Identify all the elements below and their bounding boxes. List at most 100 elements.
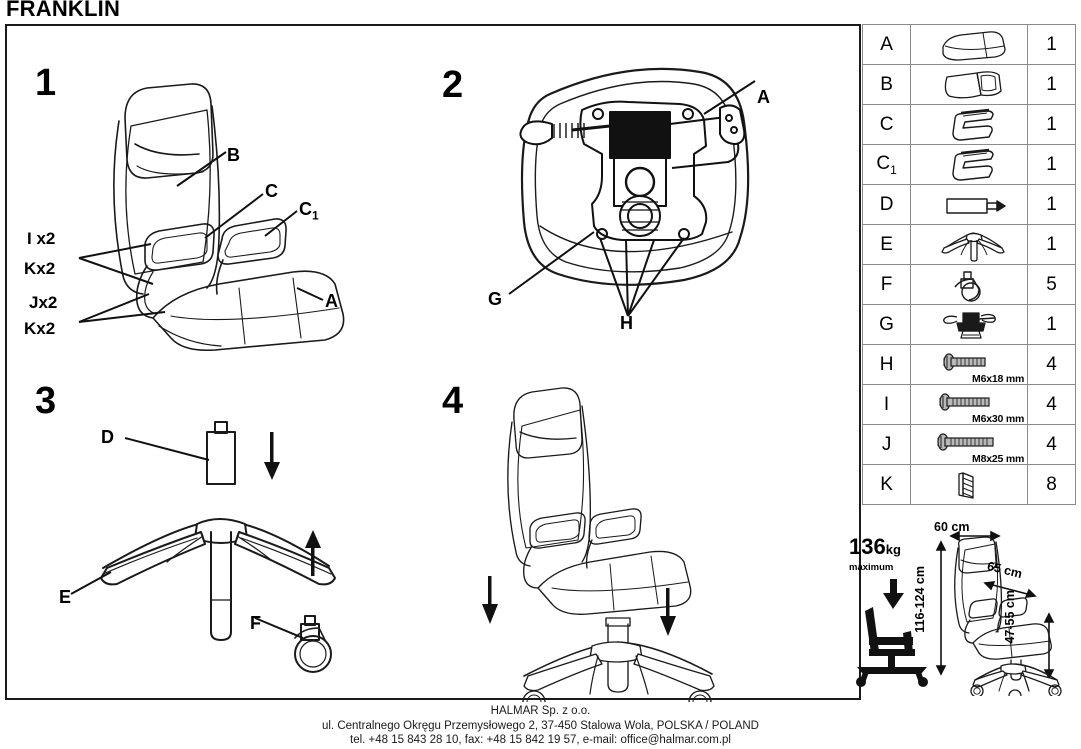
table-row: G 1 bbox=[861, 304, 1076, 345]
step-1-label-K1-count: x2 bbox=[36, 259, 56, 278]
weight-capacity-value: 136kg bbox=[849, 536, 929, 561]
part-letter-cell: C1 bbox=[861, 144, 912, 185]
step-1-panel: 1 bbox=[7, 26, 432, 356]
table-row: K 8 bbox=[861, 464, 1076, 505]
part-qty-cell: 1 bbox=[1027, 144, 1076, 185]
step-1-label-K2-count: x2 bbox=[36, 319, 56, 338]
table-row: F 5 bbox=[861, 264, 1076, 305]
page-title: FRANKLIN bbox=[6, 0, 121, 21]
parts-list-body: A 1 B bbox=[861, 24, 1076, 505]
weight-capacity-group: 136kg maximum bbox=[849, 536, 929, 687]
step-3-panel: 3 bbox=[7, 356, 432, 702]
assembly-diagram-frame: 1 bbox=[5, 24, 863, 702]
part-letter-cell: B bbox=[861, 64, 912, 105]
down-arrow bbox=[264, 432, 280, 480]
step-1-label-J: J bbox=[29, 293, 39, 312]
seat-height-dimension-label: 47-55 cm bbox=[1003, 590, 1017, 644]
part-letter-cell: A bbox=[861, 24, 912, 65]
chair-weight-pictogram-icon bbox=[856, 579, 928, 687]
part-image-cell bbox=[910, 144, 1029, 185]
down-arrow-right bbox=[660, 588, 676, 636]
part-letter-cell: H bbox=[861, 344, 912, 385]
height-dimension-label: 116-124 cm bbox=[913, 566, 927, 633]
up-arrow bbox=[305, 530, 321, 576]
part-qty-cell: 4 bbox=[1027, 384, 1076, 425]
step-1-label-C: C bbox=[265, 181, 278, 201]
height-dimension-arrow bbox=[935, 540, 947, 676]
weight-capacity-caption: maximum bbox=[849, 562, 894, 573]
part-image-cell bbox=[910, 104, 1029, 145]
footer: HALMAR Sp. z o.o. ul. Centralnego Okręgu… bbox=[0, 704, 1081, 748]
step-4-panel: 4 bbox=[432, 356, 863, 702]
step-3-label-E: E bbox=[59, 587, 72, 607]
table-row: C 1 bbox=[861, 104, 1076, 145]
part-qty-cell: 5 bbox=[1027, 264, 1076, 305]
chair-dimensions-illustration bbox=[935, 530, 1062, 696]
depth-dimension-arrow bbox=[983, 581, 1037, 598]
part-image-cell: M6x18 mm bbox=[910, 344, 1029, 385]
bolt-icon bbox=[939, 392, 990, 411]
parts-list-table: A 1 B bbox=[861, 24, 1076, 505]
step-4-number: 4 bbox=[442, 380, 464, 422]
table-row: A 1 bbox=[861, 24, 1076, 65]
step-2-number: 2 bbox=[442, 64, 464, 106]
armrest-right-icon bbox=[952, 148, 994, 181]
part-qty-cell: 4 bbox=[1027, 424, 1076, 465]
part-letter-cell: J bbox=[861, 424, 912, 465]
part-qty-cell: 1 bbox=[1027, 24, 1076, 65]
step-2-label-A: A bbox=[757, 87, 770, 107]
part-qty-cell: 1 bbox=[1027, 64, 1076, 105]
step-2-label-G: G bbox=[488, 289, 503, 309]
step-1-illustration bbox=[78, 83, 345, 352]
part-qty-cell: 1 bbox=[1027, 304, 1076, 345]
step-3-number: 3 bbox=[35, 380, 57, 422]
table-row: B 1 bbox=[861, 64, 1076, 105]
part-image-cell bbox=[910, 224, 1029, 265]
table-row: H M6x18 mm 4 bbox=[861, 344, 1076, 385]
seat-cushion-icon bbox=[942, 30, 1006, 61]
tilt-mechanism-icon bbox=[943, 311, 997, 339]
part-letter-cell: K bbox=[861, 464, 912, 505]
bolt-icon bbox=[943, 352, 986, 371]
table-row: E 1 bbox=[861, 224, 1076, 265]
washer-stack-icon bbox=[958, 471, 974, 499]
part-letter-cell: F bbox=[861, 264, 912, 305]
footer-contact: tel. +48 15 843 28 10, fax: +48 15 842 1… bbox=[350, 734, 731, 746]
step-1-label-K1: K bbox=[24, 259, 37, 278]
part-letter-main: C bbox=[876, 152, 891, 174]
width-dimension-label: 60 cm bbox=[934, 520, 970, 534]
step-1-label-C1-letter: C bbox=[299, 199, 312, 219]
part-letter-sub: 1 bbox=[890, 162, 897, 177]
part-size-label: M8x25 mm bbox=[972, 453, 1025, 465]
part-qty-cell: 8 bbox=[1027, 464, 1076, 505]
width-dimension-arrow bbox=[949, 530, 1001, 542]
footer-address: ul. Centralnego Okręgu Przemysłowego 2, … bbox=[321, 719, 759, 732]
part-qty-cell: 1 bbox=[1027, 224, 1076, 265]
backrest-icon bbox=[944, 70, 1002, 98]
step-1-label-K2: K bbox=[24, 319, 37, 338]
armrest-left-icon bbox=[952, 108, 994, 141]
step-2-panel: 2 bbox=[432, 26, 863, 356]
part-image-cell bbox=[910, 464, 1029, 505]
step-1-number: 1 bbox=[35, 62, 57, 104]
caster-wheel-icon bbox=[954, 270, 981, 302]
gas-lift-icon bbox=[946, 197, 1006, 214]
part-qty-cell: 1 bbox=[1027, 184, 1076, 225]
step-4-illustration bbox=[482, 387, 715, 702]
part-qty-cell: 1 bbox=[1027, 104, 1076, 145]
down-arrow-left bbox=[482, 576, 498, 624]
step-1-label-A: A bbox=[325, 291, 338, 311]
part-image-cell bbox=[910, 304, 1029, 345]
step-2-illustration bbox=[508, 67, 756, 317]
step-3-label-D: D bbox=[101, 427, 114, 447]
table-row: C1 1 bbox=[861, 144, 1076, 185]
part-image-cell bbox=[910, 64, 1029, 105]
weight-number: 136 bbox=[849, 534, 886, 559]
table-row: J M8x25 mm 4 bbox=[861, 424, 1076, 465]
part-size-label: M6x30 mm bbox=[972, 413, 1025, 425]
part-letter-cell: E bbox=[861, 224, 912, 265]
step-3-label-F: F bbox=[250, 613, 261, 633]
part-letter-cell: C bbox=[861, 104, 912, 145]
part-image-cell bbox=[910, 184, 1029, 225]
step-1-label-I-qty: I x2 bbox=[27, 230, 55, 247]
